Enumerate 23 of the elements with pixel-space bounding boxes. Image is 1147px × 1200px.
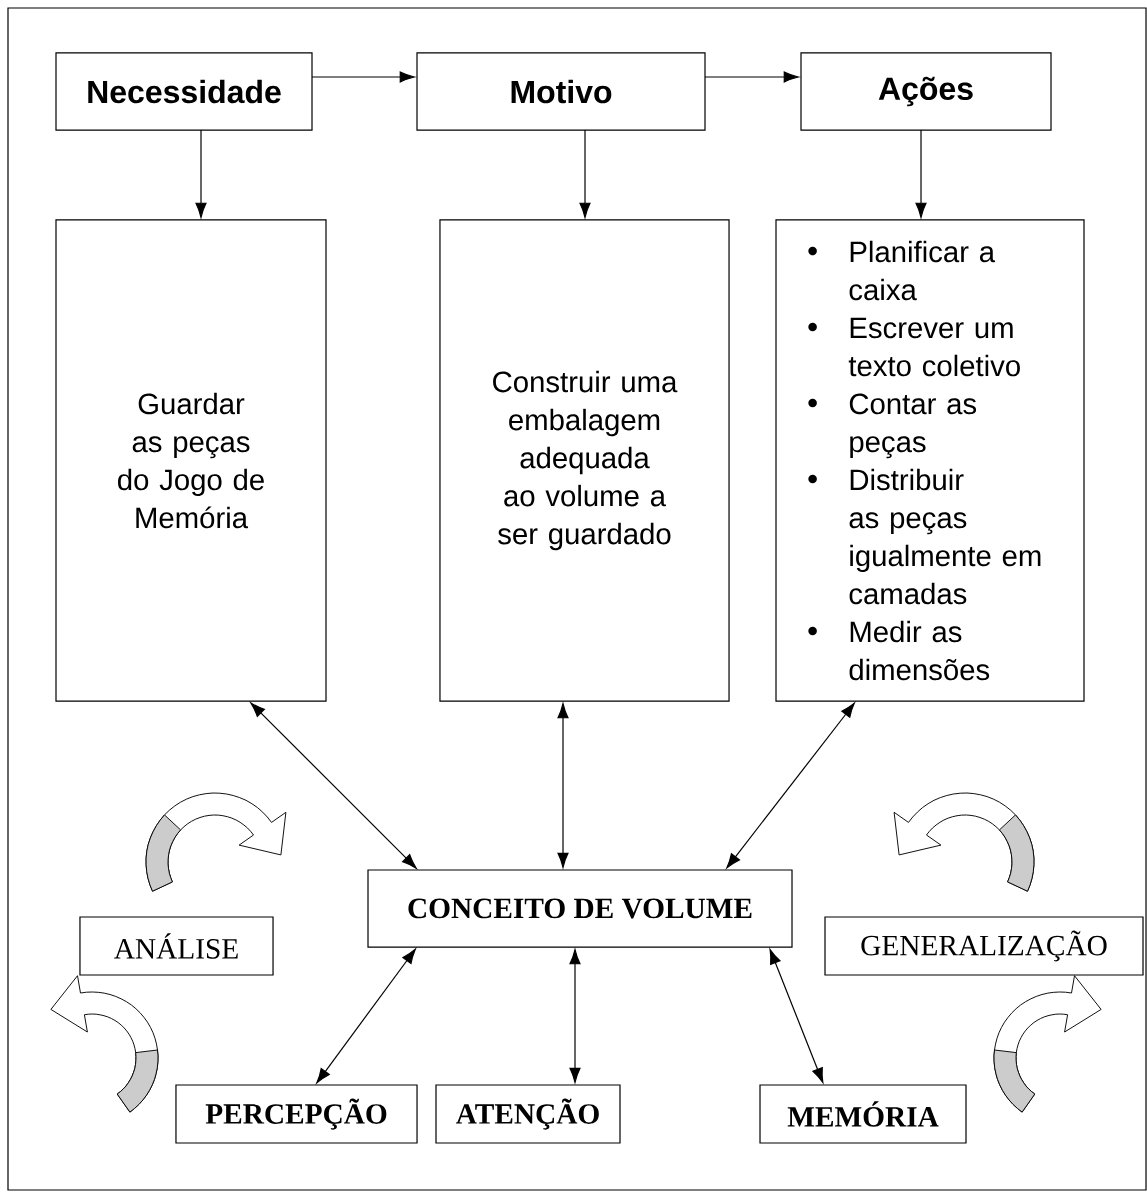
arrow (569, 949, 581, 1083)
text-box: Guardar as peças do Jogo de Memória (55, 219, 327, 702)
arrow (311, 71, 415, 83)
arrow (769, 948, 824, 1084)
arrow (557, 703, 569, 868)
arrow (579, 129, 591, 218)
list-box: Planificar a caixa Escrever um texto coletivo Contar as peças Distribuir as peças igualmente em camadas Medir as dimensões (775, 219, 1085, 702)
process-box: Motivo (416, 52, 706, 131)
label-box: PERCEPÇÃO (175, 1084, 418, 1144)
label-box: MEMÓRIA (759, 1084, 967, 1144)
arrow (195, 129, 207, 218)
arrow (250, 702, 417, 869)
process-box: Ações (800, 52, 1052, 131)
arrow (915, 129, 927, 218)
arrow (316, 948, 416, 1084)
arrow (726, 702, 855, 869)
label-box: GENERALIZAÇÃO (824, 916, 1144, 976)
concept-box: CONCEITO DE VOLUME (367, 869, 793, 948)
text-box: Construir uma embalagem adequada ao volume a ser guardado (439, 219, 730, 702)
arrow (704, 71, 799, 83)
process-box: Necessidade (55, 52, 313, 131)
label-box: ANÁLISE (79, 916, 274, 976)
label-box: ATENÇÃO (435, 1084, 621, 1144)
